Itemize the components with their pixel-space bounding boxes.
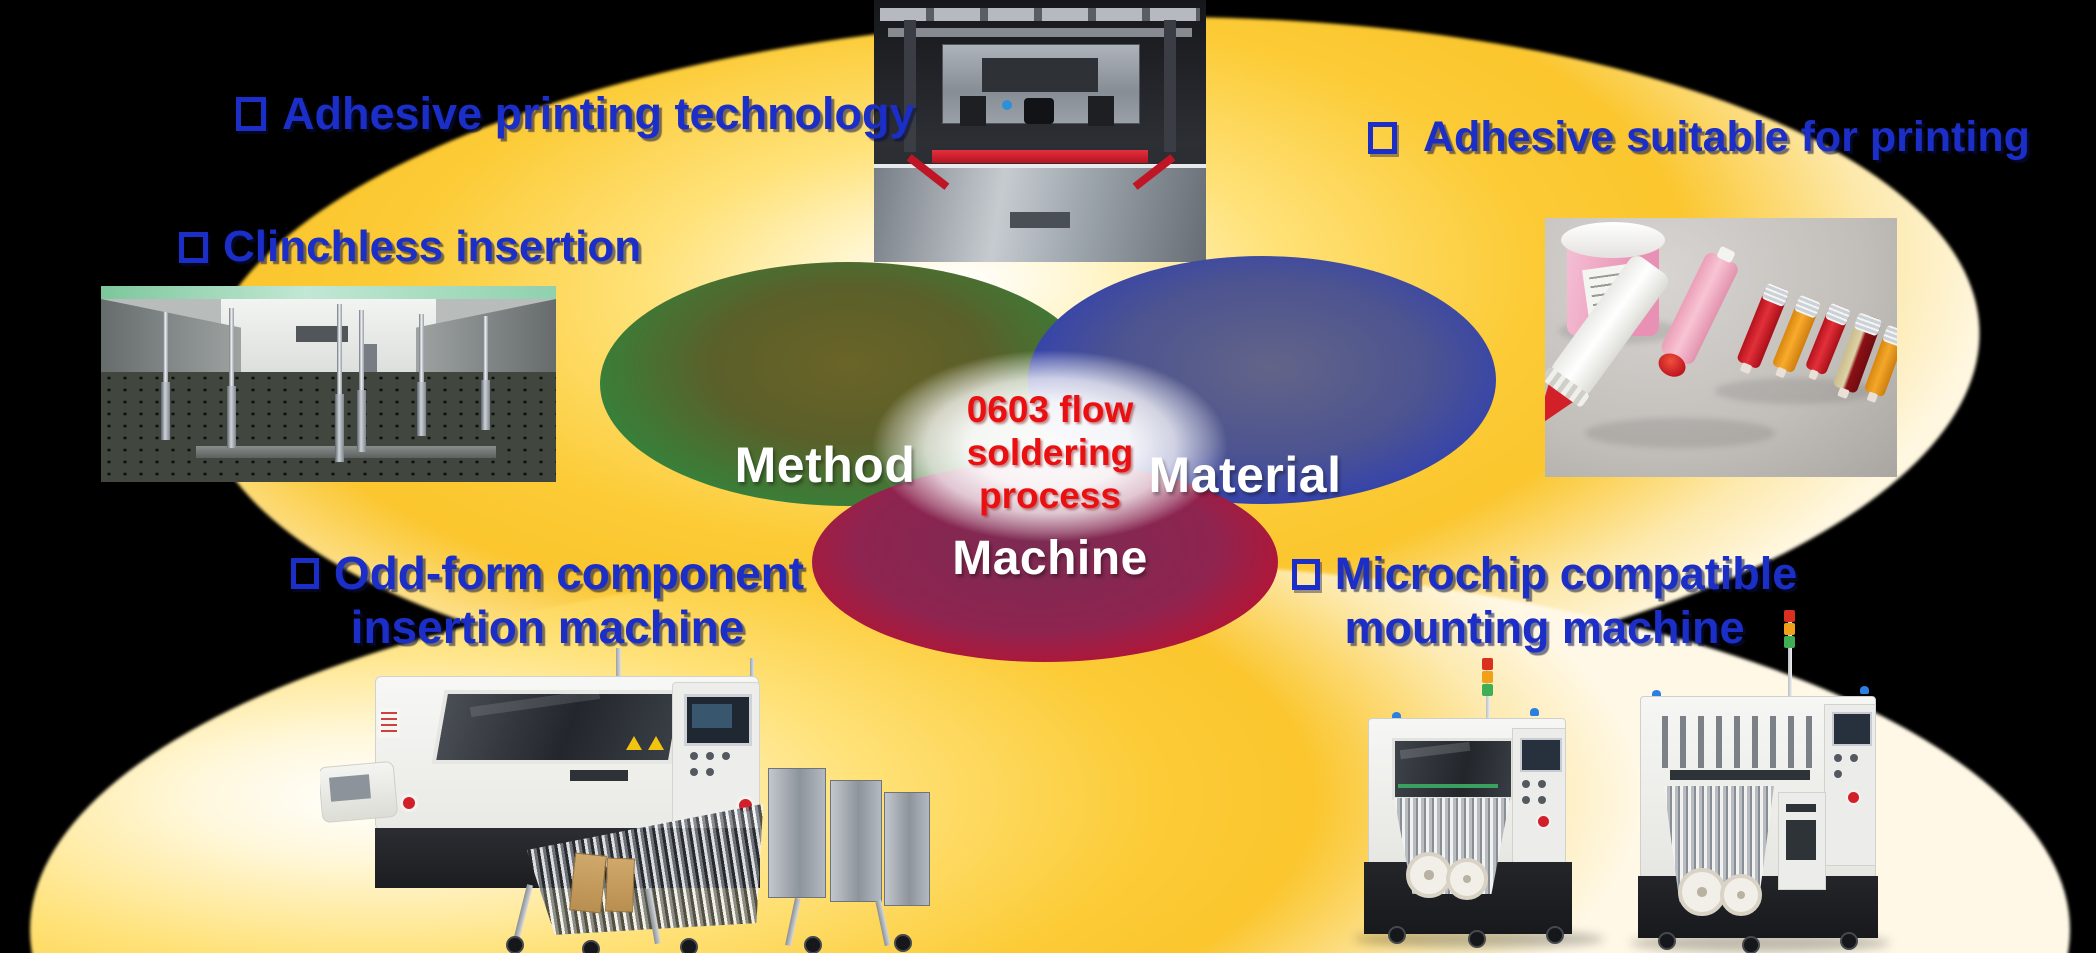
support-pin (419, 314, 424, 430)
emergency-stop (1536, 814, 1551, 829)
bullet-label-line1: Microchip compatible (1334, 548, 1798, 599)
photo-odd-form-machine (320, 648, 935, 953)
venn-label-machine: Machine (952, 532, 1148, 585)
bullet-microchip: Microchip compatible mounting machine (1272, 547, 1817, 655)
caster-wheel (894, 934, 912, 952)
warning-label (378, 708, 400, 738)
blue-beacon (1860, 686, 1869, 694)
support-pin (483, 316, 488, 424)
bullet-label: Adhesive printing technology (282, 88, 915, 139)
antenna (616, 648, 621, 682)
tower-lamp-green (1784, 636, 1795, 648)
feeder-bin (830, 780, 882, 902)
photo-adhesive-printer (874, 0, 1206, 262)
tower-lamp-red (1482, 658, 1493, 670)
caster-wheel (1840, 932, 1858, 950)
caster-wheel (804, 936, 822, 953)
panel-screen (1520, 738, 1562, 772)
photo-mounting-machines (1340, 600, 1900, 953)
venn-label-material: Material (1148, 447, 1342, 503)
tape-reel (1678, 868, 1726, 916)
venn-label-method: Method (734, 437, 916, 493)
checkbox-bullet-icon (179, 231, 208, 263)
bullet-clinchless: Clinchless insertion (179, 222, 641, 272)
emergency-stop (400, 794, 418, 812)
tower-lamp-amber (1482, 671, 1493, 683)
bullet-adhesive-printing: Adhesive printing technology (236, 88, 915, 140)
center-text-line3: process (979, 475, 1121, 516)
tower-lamp-red (1784, 610, 1795, 622)
jar-lid (1561, 222, 1665, 258)
cardboard-magazine (605, 857, 635, 913)
tape-reel (1720, 874, 1762, 916)
support-pin (229, 308, 234, 438)
feeder-bin (884, 792, 930, 906)
perforated-floor (101, 372, 556, 482)
support-pin (163, 312, 168, 430)
blue-beacon (1652, 690, 1661, 698)
caster-wheel (1468, 930, 1486, 948)
checkbox-bullet-icon (1368, 121, 1397, 154)
warning-icon (626, 736, 642, 750)
caster-wheel (582, 940, 600, 953)
printer-squeegee (932, 150, 1148, 163)
bullet-label-line1: Odd-form component (333, 547, 805, 599)
feeder-bin (768, 768, 826, 898)
caster-wheel (1388, 926, 1406, 944)
checkbox-bullet-icon (1291, 558, 1320, 590)
bullet-label-line2: mounting machine (1344, 602, 1745, 653)
center-text-line2: soldering (966, 432, 1134, 473)
printer-top-beam (880, 8, 1200, 21)
center-text-line1: 0603 flow (966, 389, 1134, 430)
blue-beacon (1392, 712, 1401, 720)
cardboard-magazine (569, 852, 607, 914)
caster-wheel (680, 938, 698, 953)
caster-wheel (506, 936, 524, 953)
tape-reel (1446, 858, 1488, 900)
bullet-label: Clinchless insertion (223, 222, 642, 271)
photo-adhesive-materials (1545, 218, 1897, 477)
signal-tower-pole (1788, 610, 1792, 700)
caster-wheel (1546, 926, 1564, 944)
venn-center-ellipse (872, 350, 1228, 542)
bullet-adhesive-suitable: Adhesive suitable for printing (1368, 113, 2030, 162)
support-pin (337, 304, 342, 452)
emergency-stop (1846, 790, 1861, 805)
bullet-label: Adhesive suitable for printing (1423, 113, 2030, 161)
venn-center-text: 0603 flow soldering process (935, 388, 1165, 517)
checkbox-bullet-icon (236, 97, 266, 131)
caster-wheel (1658, 932, 1676, 950)
glass-edge (101, 286, 556, 299)
support-pin (359, 310, 364, 446)
warning-icon (648, 736, 664, 750)
tower-lamp-green (1482, 684, 1493, 696)
bullet-label-line2: insertion machine (350, 601, 745, 653)
bullet-odd-form: Odd-form component insertion machine (290, 546, 804, 654)
panel-screen (1832, 712, 1872, 746)
checkbox-bullet-icon (290, 557, 319, 589)
caster-wheel (1742, 936, 1760, 953)
mounter-deck (1662, 716, 1822, 768)
blue-beacon (1530, 708, 1539, 716)
tape-reel (1406, 852, 1452, 898)
tower-lamp-amber (1784, 623, 1795, 635)
photo-clinchless-insertion (101, 286, 556, 482)
